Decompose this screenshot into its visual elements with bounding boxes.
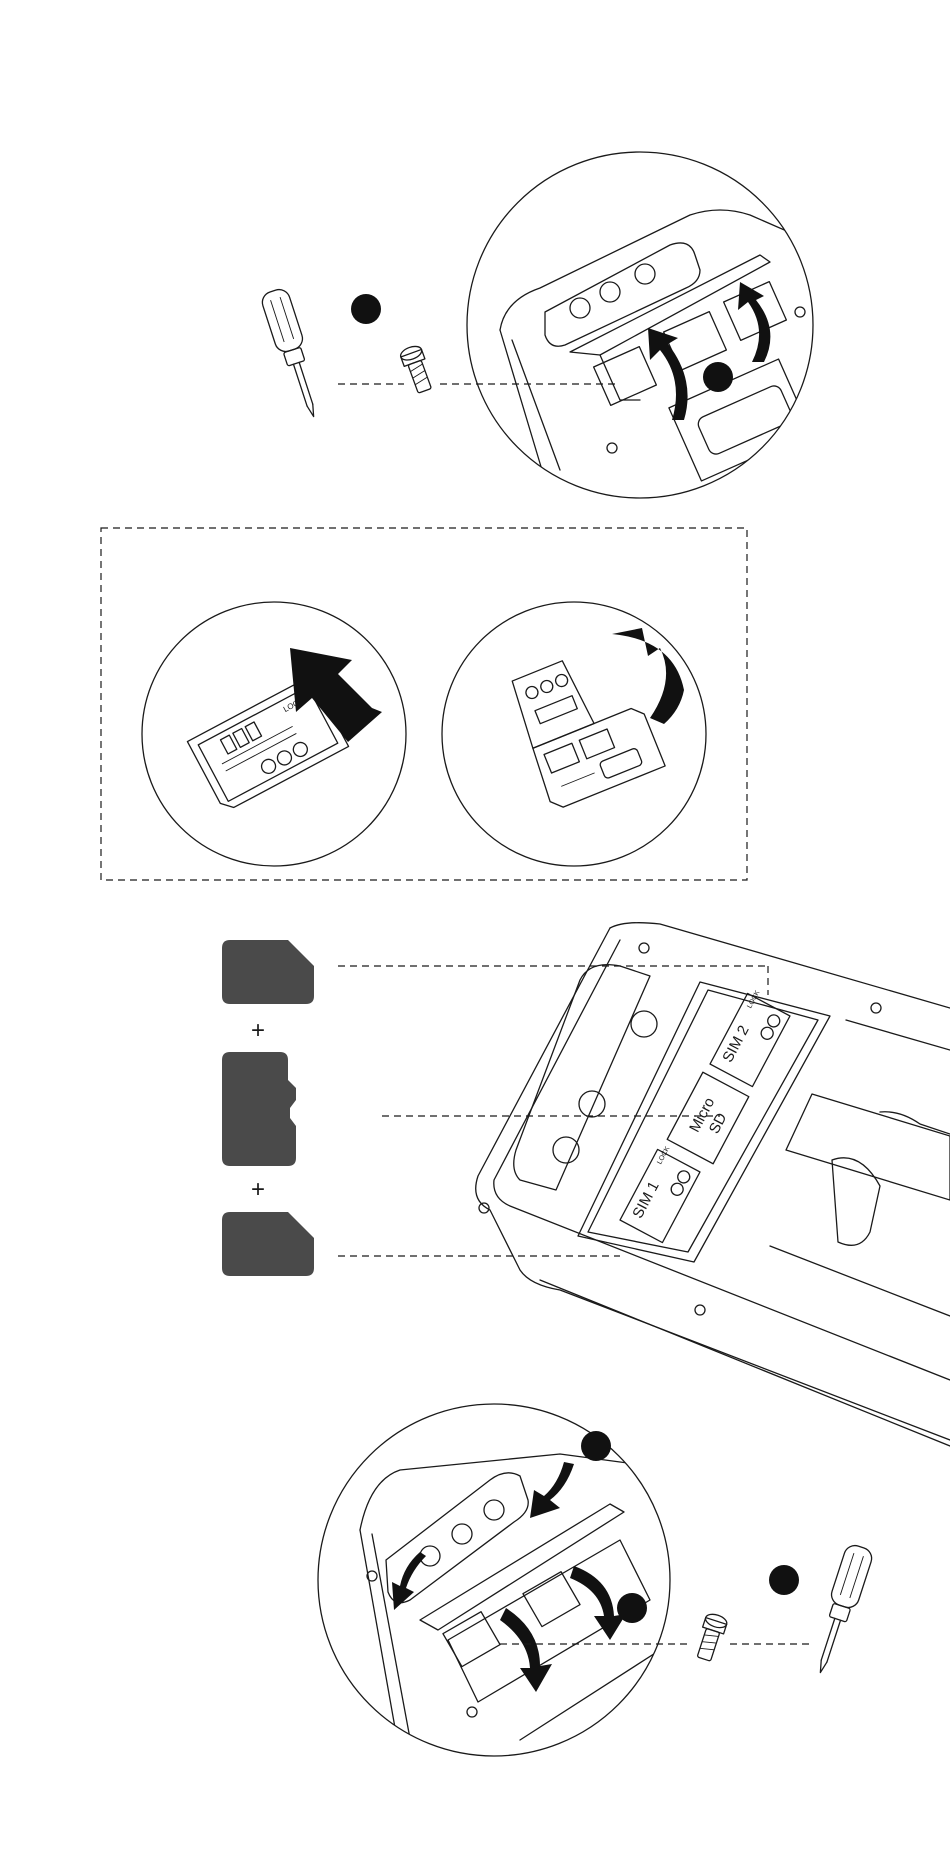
nano-sim-card-icon (222, 1212, 314, 1276)
zoom-circle-open (467, 152, 830, 498)
micro-sd-card-icon (222, 1052, 296, 1166)
nano-sim-card-icon (222, 940, 314, 1004)
plus-sign-bottom: + (251, 1176, 265, 1203)
plus-sign-top: + (251, 1017, 265, 1044)
curved-arrow-icon (530, 1462, 574, 1518)
screwdriver-icon (260, 287, 327, 421)
step-marker-dot (769, 1565, 799, 1595)
curved-arrow-icon (738, 282, 770, 362)
sim-tray-open (503, 640, 665, 811)
curved-arrow-icon (392, 1552, 426, 1610)
step-marker-dot (617, 1593, 647, 1623)
step-insert-cards: + + (222, 923, 950, 1446)
step-marker-dot (351, 294, 381, 324)
screw-icon (693, 1612, 728, 1663)
tray-instruction-frame (101, 528, 747, 880)
curved-arrow-icon (500, 1608, 552, 1692)
step-close-cover (318, 1404, 874, 1760)
straight-arrow-icon (290, 648, 382, 742)
screwdriver-icon (807, 1543, 874, 1677)
screw-icon (399, 344, 435, 395)
step-open-cover (260, 152, 830, 498)
step-open-tray: LOCK (101, 528, 747, 880)
curved-arrow-icon (648, 328, 688, 420)
step-marker-dot (581, 1431, 611, 1461)
sim2-label: SIM 2 (719, 1023, 752, 1066)
zoom-circle-slide: LOCK (142, 602, 406, 866)
curved-arrow-icon (612, 628, 684, 724)
zoom-circle-close (318, 1404, 680, 1760)
sim1-label: SIM 1 (629, 1179, 662, 1222)
zoom-circle-flip (442, 602, 706, 866)
phone-back-open: SIM 2 LOCK Micro SD SIM 1 LOCK (476, 923, 950, 1446)
step-marker-dot (703, 362, 733, 392)
